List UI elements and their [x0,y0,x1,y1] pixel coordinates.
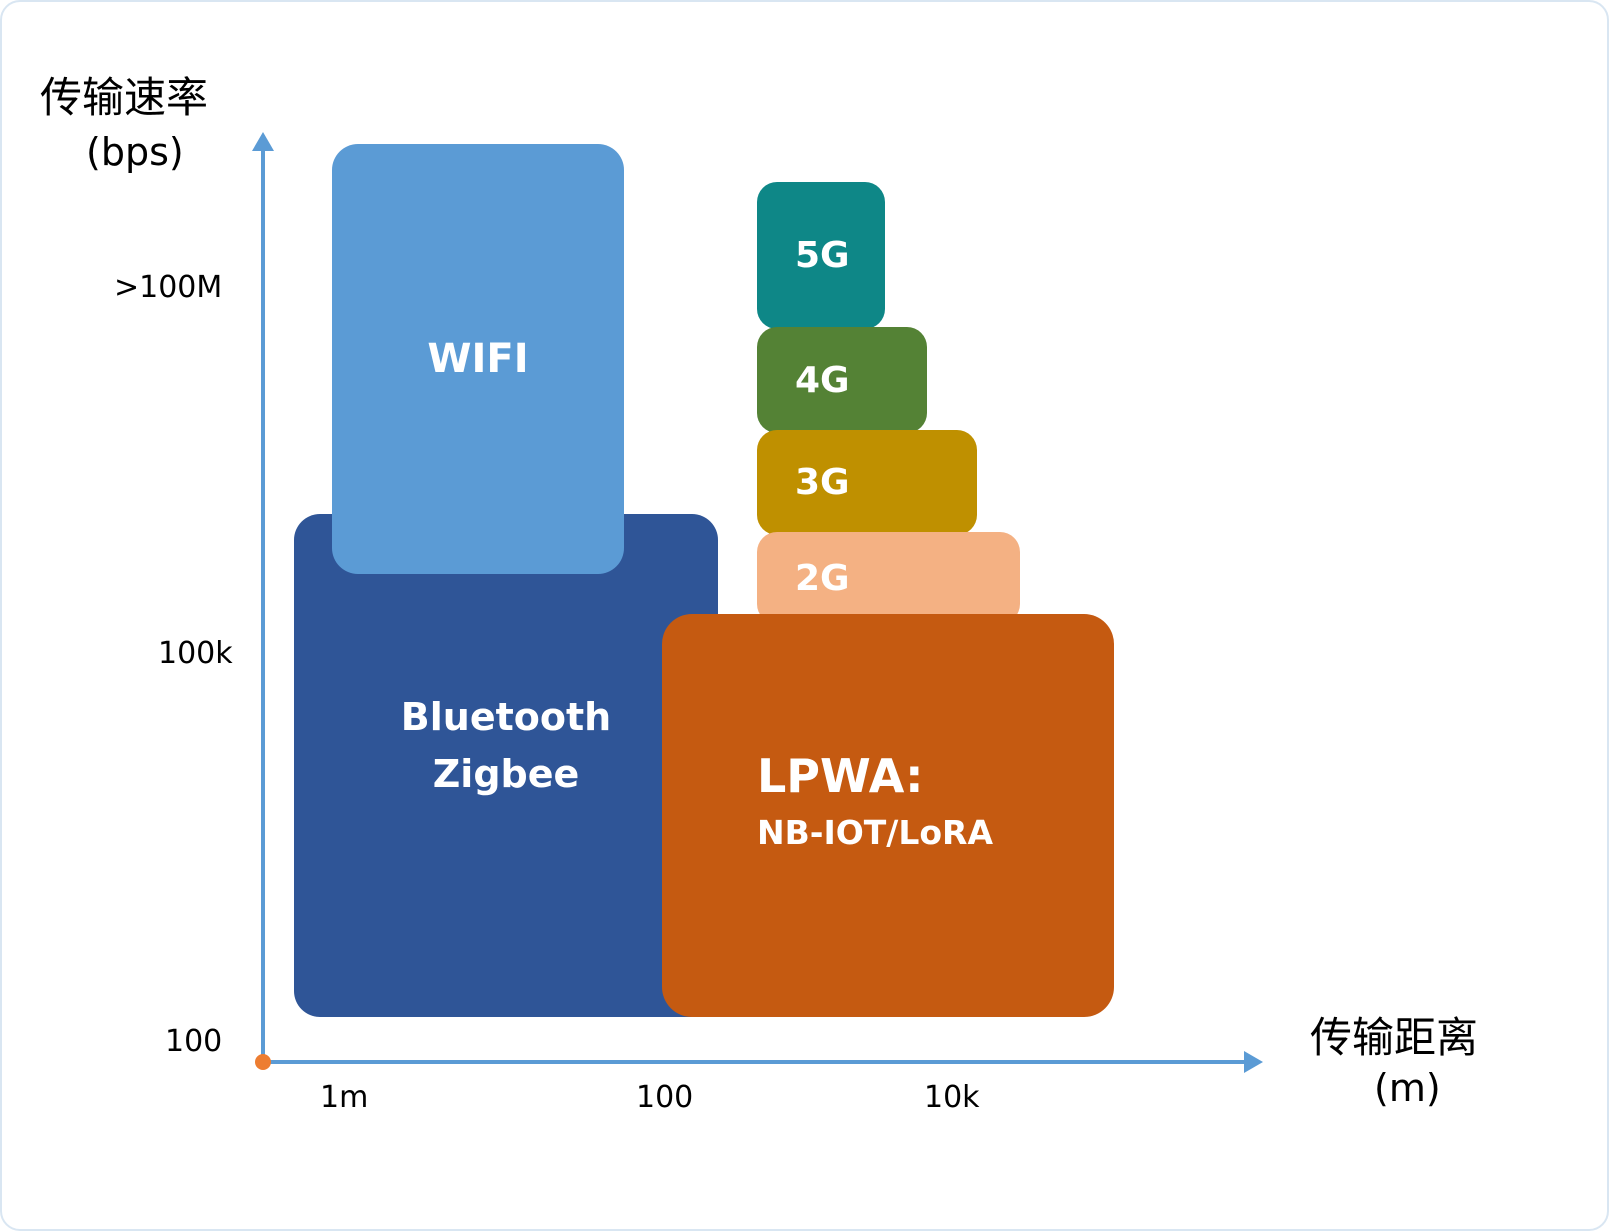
label-5g: 5G [795,235,850,276]
label-2g: 2G [795,557,850,599]
y-tick-100: 100 [165,1024,223,1059]
lpwa-box: LPWA: NB-IOT/LoRA [662,614,1114,1017]
label-3g: 3G [795,462,850,503]
box-5g: 5G [757,182,885,329]
y-tick-100m: >100M [114,270,223,305]
bluetooth-label: Bluetooth [400,694,612,739]
box-2g: 2G [757,532,1020,624]
origin-dot-icon [255,1054,271,1070]
lpwa-label: LPWA: [757,749,924,803]
y-tick-100k: 100k [158,636,233,671]
nbiot-lora-label: NB-IOT/LoRA [757,813,994,852]
box-3g: 3G [757,430,977,535]
y-axis-arrow-icon [252,132,274,151]
x-tick-100: 100 [636,1080,694,1115]
label-4g: 4G [795,359,850,401]
box-4g: 4G [757,327,927,433]
x-axis-arrow-icon [1244,1051,1263,1073]
wifi-box: WIFI [332,144,624,574]
y-axis-title: 传输速率 [40,73,209,122]
x-tick-10k: 10k [924,1080,980,1115]
wifi-label: WIFI [427,336,529,382]
x-axis-title: 传输距离 [1310,1013,1479,1062]
zigbee-label: Zigbee [432,751,580,796]
bluetooth-zigbee-box: Bluetooth Zigbee [294,514,718,1017]
y-axis-line [261,148,265,1062]
x-axis-unit: (m) [1374,1066,1441,1110]
x-axis-line [263,1060,1247,1064]
x-tick-1m: 1m [320,1080,369,1115]
y-axis-unit: (bps) [86,130,184,174]
